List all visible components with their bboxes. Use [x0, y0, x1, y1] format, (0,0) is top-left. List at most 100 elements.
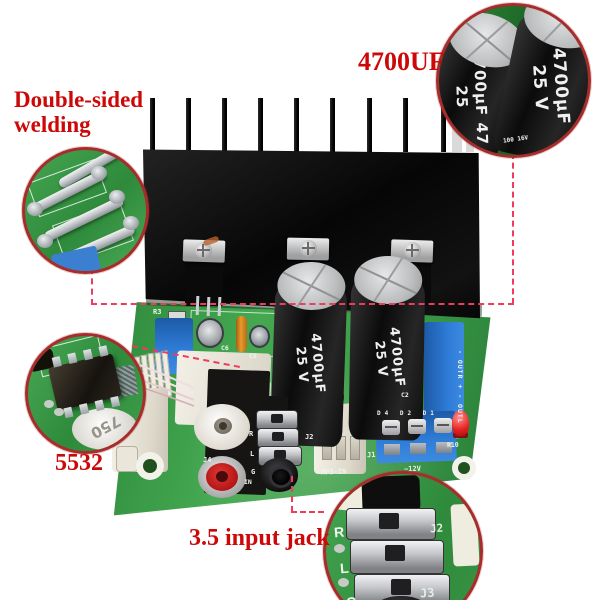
terminal-screw — [408, 419, 426, 434]
silkscreen-r-label: R — [249, 430, 254, 438]
callout-circle-welding — [22, 147, 149, 274]
silkscreen-g-label: G — [251, 468, 256, 476]
leader-line-welding — [91, 268, 93, 305]
silkscreen-l-magnified: L — [339, 559, 350, 577]
silkscreen-c5-label: C5 — [249, 352, 257, 360]
capacitor-value: 4700µF — [307, 332, 328, 395]
jack-hole — [269, 466, 293, 488]
ic-pin — [63, 406, 74, 419]
terminal-contact — [436, 442, 452, 453]
silkscreen-j2-magnified: J2 — [429, 521, 444, 536]
silkscreen-g-magnified: G — [345, 594, 357, 600]
heatsink-fin — [258, 98, 263, 152]
heatsink-fin — [294, 98, 299, 152]
leader-line-jack-v — [291, 476, 293, 512]
solder-blob — [109, 190, 125, 204]
ic-pin — [110, 395, 121, 408]
heatsink-fin — [330, 98, 335, 152]
leader-line-jack-h — [291, 511, 324, 513]
jack-notch — [272, 432, 284, 441]
small-capacitor — [249, 325, 270, 348]
mounting-hole-center — [458, 462, 470, 474]
solder-pad — [44, 400, 54, 408]
terminal-contact — [410, 443, 426, 454]
silkscreen-diode-labels: D4 D2 D1 — [377, 410, 438, 417]
jack-notch — [379, 513, 399, 529]
silkscreen-in-label: IN — [244, 478, 252, 486]
terminal-block-4pin — [424, 322, 464, 418]
silkscreen-j4-label: J4 — [203, 456, 212, 464]
leader-line-horizontal — [91, 303, 514, 305]
capacitor-bottom: 750 — [72, 408, 138, 450]
silkscreen-c6-label: C6 — [221, 344, 229, 352]
annotation-capacitor: 4700UF — [358, 47, 445, 76]
jack-barrel-magnified — [366, 596, 436, 600]
silkscreen-c2-label: C2 — [401, 391, 409, 399]
ic-pin — [98, 345, 109, 357]
capacitor-voltage: 25 V — [292, 345, 311, 384]
heatsink-fin — [367, 98, 372, 152]
capacitor-marking: 4700µF 25 V — [287, 305, 329, 423]
annotation-jack: 3.5 input jack — [189, 525, 330, 551]
callout-circle-jack: R L G J2 J3 — [323, 471, 483, 600]
capacitor-value: 4700µF — [548, 47, 574, 126]
jack-notch — [271, 414, 283, 423]
heatsink-fin — [222, 98, 227, 152]
solder-blob — [91, 166, 107, 180]
silkscreen-output-labels: - OUTR + - OUTL — [456, 350, 464, 424]
solder-blob — [123, 216, 139, 230]
blue-component — [50, 245, 102, 271]
callout-circle-ic: 750 — [25, 333, 146, 454]
jack-tier-magnified — [346, 508, 436, 540]
ic-pin — [79, 403, 90, 415]
rca-jack-white-center — [219, 422, 227, 430]
connector-edge — [450, 503, 480, 567]
silkscreen-r10-label: R10 — [446, 440, 459, 450]
jack-tier — [257, 428, 299, 448]
jack-notch — [391, 579, 411, 595]
solder-pad — [334, 544, 345, 553]
jack-notch — [274, 450, 286, 459]
leader-line-capacitor — [512, 153, 514, 304]
capacitor-voltage: 25 — [452, 85, 472, 109]
mounting-hole-center — [143, 459, 157, 473]
transistor — [185, 260, 223, 306]
capacitor-voltage: 25 V — [527, 63, 552, 112]
solder-blob — [37, 234, 53, 248]
heatsink-fin — [186, 98, 191, 152]
capacitor-bottom-marking: 750 — [87, 411, 124, 443]
heatsink-fin — [150, 98, 155, 152]
heatsink-fin — [403, 98, 408, 152]
silkscreen-l-label: L — [250, 450, 255, 458]
ic-chip-5532 — [47, 345, 123, 419]
capacitor-marking: 4700µF 25 V — [366, 299, 410, 418]
solder-pad — [338, 578, 349, 587]
silkscreen-j3-magnified: J3 — [419, 585, 435, 600]
annotation-ic: 5532 — [55, 450, 103, 476]
annotation-welding: Double-sided welding — [14, 87, 144, 137]
clip-screw — [300, 240, 317, 257]
jack-notch — [385, 545, 405, 561]
capacitor-value: 4700µF — [385, 326, 408, 389]
connector-latch — [116, 446, 138, 472]
jack-tier — [256, 410, 298, 430]
terminal-contact — [384, 444, 400, 455]
callout-circle-capacitors: 4700µF 47 25 4700µF 25 V 100 16V — [436, 3, 591, 158]
ic-pin — [94, 399, 105, 412]
silkscreen-j1-label: J1 — [366, 450, 376, 460]
audio-jack-35mm-top — [262, 396, 288, 412]
solder-pad — [54, 408, 64, 416]
silkscreen-r3-label: R3 — [153, 308, 162, 316]
clip-screw — [404, 242, 421, 259]
jack-tier-magnified — [354, 574, 450, 600]
silkscreen-r-magnified: R — [333, 523, 345, 541]
terminal-screw — [434, 418, 452, 433]
terminal-screw — [382, 420, 400, 435]
silkscreen-j2-label: J2 — [305, 433, 314, 441]
jack-tier-magnified — [350, 540, 444, 574]
film-capacitor — [236, 316, 247, 352]
small-capacitor — [196, 318, 224, 348]
power-led — [452, 410, 469, 436]
clip-screw — [195, 242, 212, 259]
